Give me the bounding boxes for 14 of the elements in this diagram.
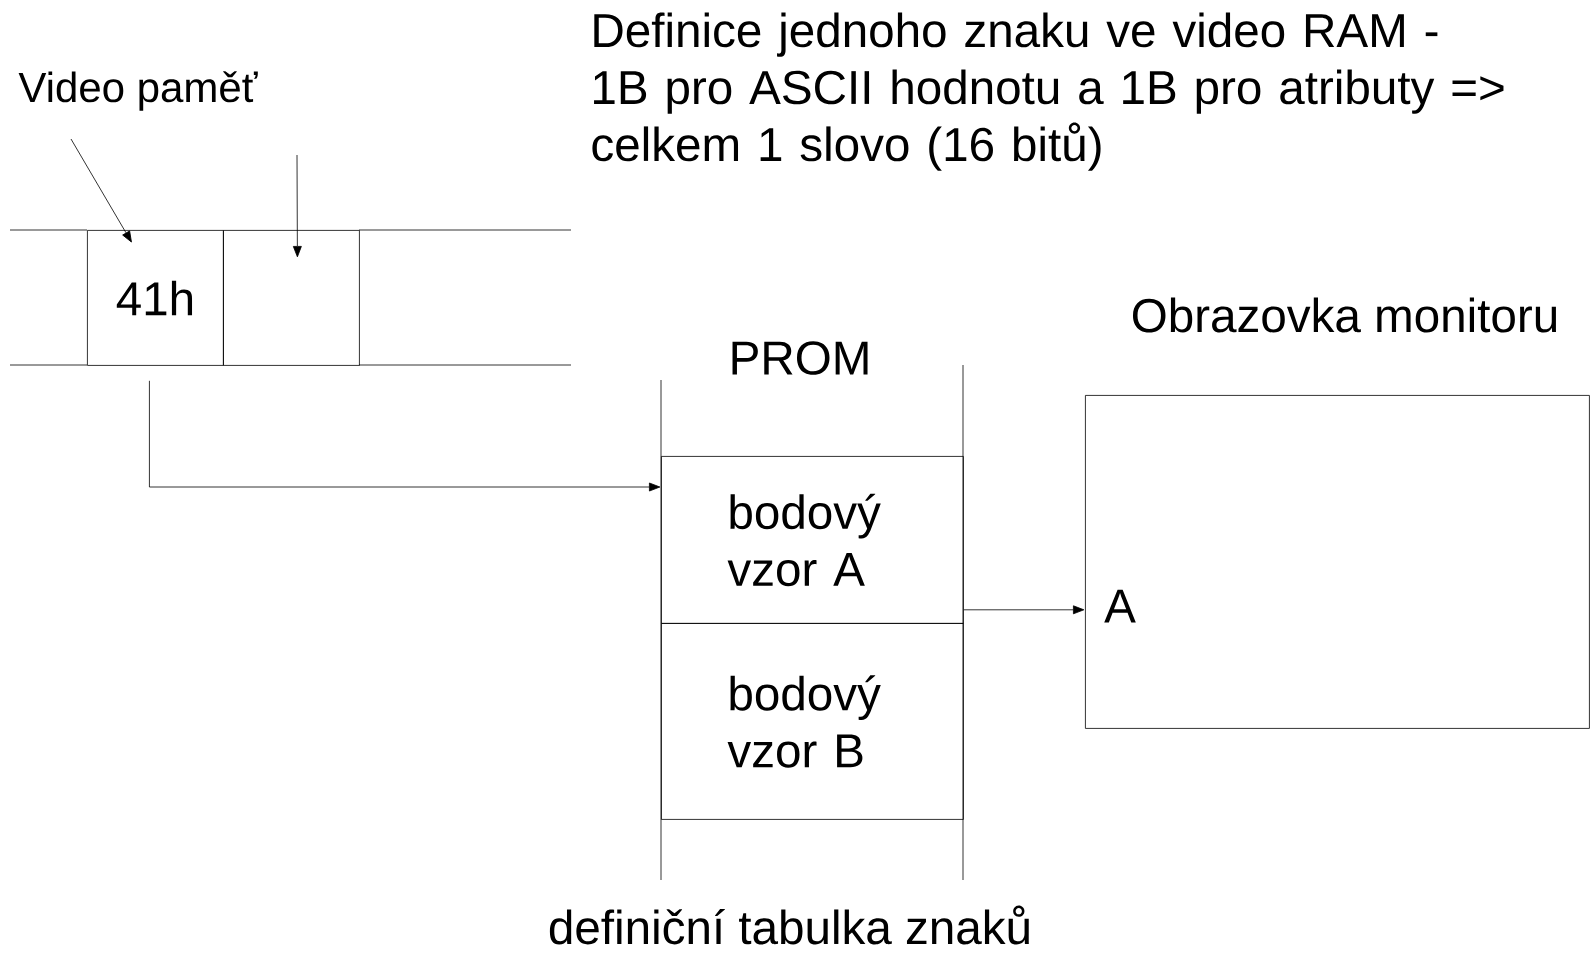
memory-cell xyxy=(223,230,360,366)
note-text: Definice jednoho znaku ve video RAM - 1B pro ASCII hodnotu a 1B pro atributy => celkem 1 slovo (16 bitů) xyxy=(592,12,1504,171)
column-heading: PROM xyxy=(732,341,868,375)
callout-label: Video paměť xyxy=(18,71,258,111)
screen-character: A xyxy=(1104,589,1136,623)
box-heading: Obrazovka monitoru xyxy=(1133,297,1557,333)
table-row: bodový vzor A xyxy=(661,456,964,624)
memory-cell: 41h xyxy=(87,230,224,366)
table-row: bodový vzor B xyxy=(661,623,964,820)
arrow xyxy=(292,154,302,258)
column-label: definiční tabulka znaků xyxy=(549,905,1029,945)
arrow xyxy=(963,605,1085,615)
arrow xyxy=(70,138,132,243)
arrow xyxy=(149,380,661,492)
